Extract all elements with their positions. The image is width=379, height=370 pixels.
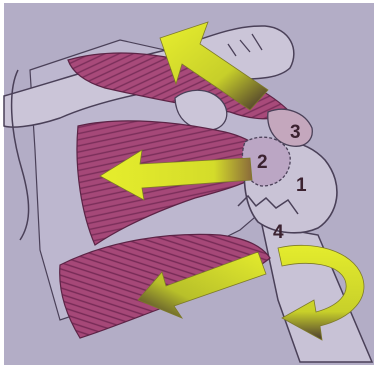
label-4: 4 [273, 222, 284, 243]
label-3: 3 [290, 122, 301, 143]
label-1: 1 [296, 175, 307, 196]
label-2: 2 [257, 152, 268, 173]
